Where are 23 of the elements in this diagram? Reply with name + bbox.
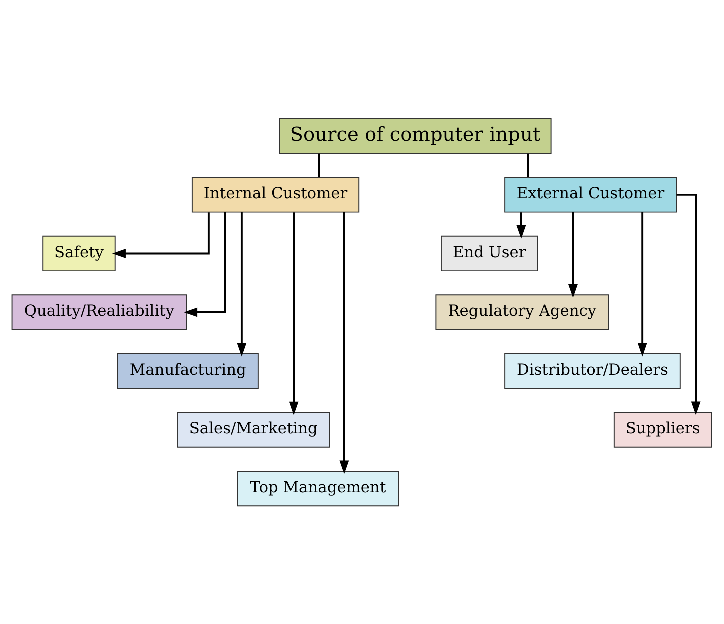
- arrow: [676, 194, 701, 415]
- node-box: Safety: [42, 235, 116, 272]
- arrow: [638, 212, 648, 356]
- arrow: [289, 212, 299, 415]
- node-box: Regulatory Agency: [436, 294, 610, 330]
- arrow: [237, 212, 247, 356]
- node-box: Manufacturing: [117, 352, 259, 389]
- node-box: End User: [441, 235, 538, 272]
- arrow: [568, 212, 578, 298]
- arrow: [184, 212, 226, 317]
- node-box: Top Management: [237, 470, 400, 506]
- arrow: [340, 212, 350, 474]
- node-box: Suppliers: [614, 412, 712, 448]
- node-box: Internal Customer: [192, 176, 360, 212]
- node-box: External Customer: [504, 176, 678, 212]
- connector: [527, 153, 530, 177]
- arrow: [516, 212, 526, 239]
- node-box: Quality/Realiability: [12, 294, 188, 330]
- connector: [318, 153, 320, 177]
- arrow: [112, 212, 210, 258]
- node-box: Distributor/Dealers: [504, 352, 681, 389]
- node-box: Sales/Marketing: [177, 412, 330, 448]
- node-box: Source of computer input: [279, 118, 552, 154]
